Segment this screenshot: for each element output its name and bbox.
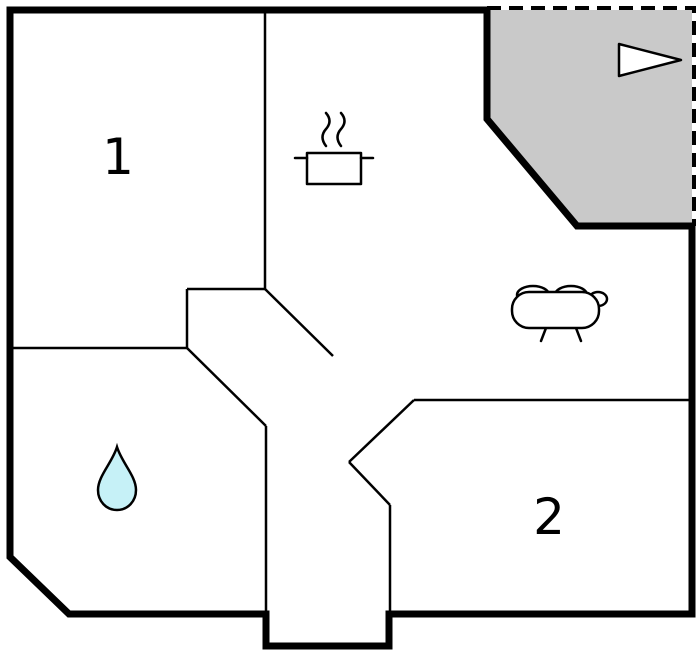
- door-swing-room2: [348, 461, 391, 506]
- room2-label: 2: [533, 488, 565, 546]
- cooking-pot-icon: [293, 111, 375, 186]
- interior-wall-bathroom-diagonal: [186, 347, 267, 427]
- steam-line-right: [336, 111, 346, 148]
- water-drop-icon: [96, 442, 138, 512]
- sofa-leg-right: [574, 326, 583, 343]
- terrace-dashed-boundary: [487, 6, 696, 226]
- arrow-right-icon: [617, 42, 683, 78]
- pot-body: [305, 151, 363, 186]
- sofa-body: [510, 290, 601, 330]
- interior-wall-room2-chamfer: [348, 399, 415, 463]
- outer-wall: [6, 6, 696, 650]
- sofa-leg-left: [539, 326, 548, 343]
- door-swing-kitchen: [264, 288, 334, 357]
- room1-label: 1: [102, 128, 134, 186]
- sofa-icon: [510, 284, 609, 343]
- steam-line-left: [321, 111, 331, 148]
- terrace-area: [487, 10, 692, 226]
